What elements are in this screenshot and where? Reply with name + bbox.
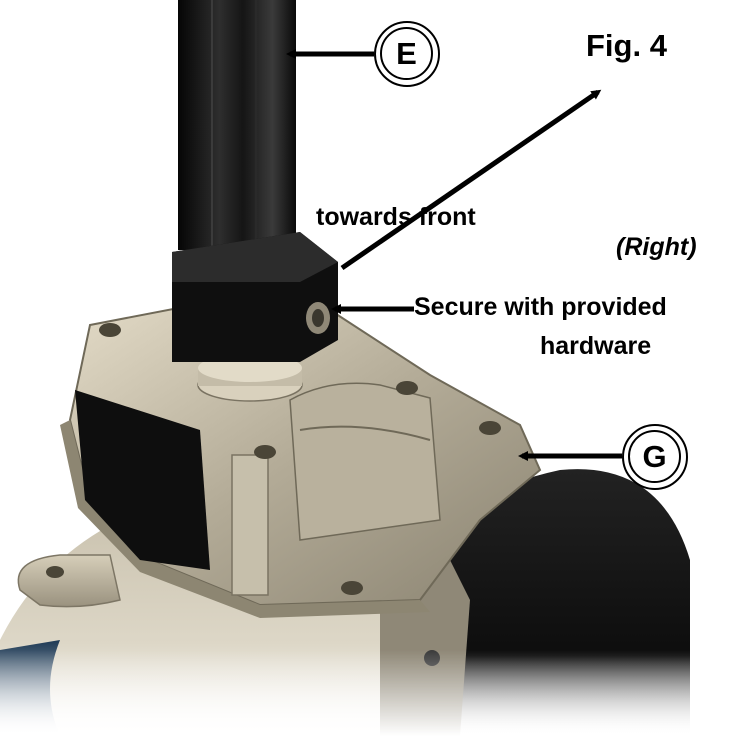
figure-title: Fig. 4	[586, 28, 667, 63]
callout-g: G	[622, 424, 688, 490]
side-label: (Right)	[616, 233, 697, 261]
towards-front-label: towards front	[316, 203, 476, 231]
vertical-post	[172, 0, 338, 362]
leader-arrows	[286, 49, 622, 461]
secure-label-line1: Secure with provided	[414, 293, 667, 321]
callout-g-letter: G	[628, 430, 681, 483]
callout-e: E	[374, 21, 440, 87]
bottom-fade	[0, 650, 739, 736]
arrow-towards-front	[340, 89, 602, 271]
callout-e-letter: E	[380, 27, 433, 80]
secure-label-line2: hardware	[540, 332, 652, 360]
